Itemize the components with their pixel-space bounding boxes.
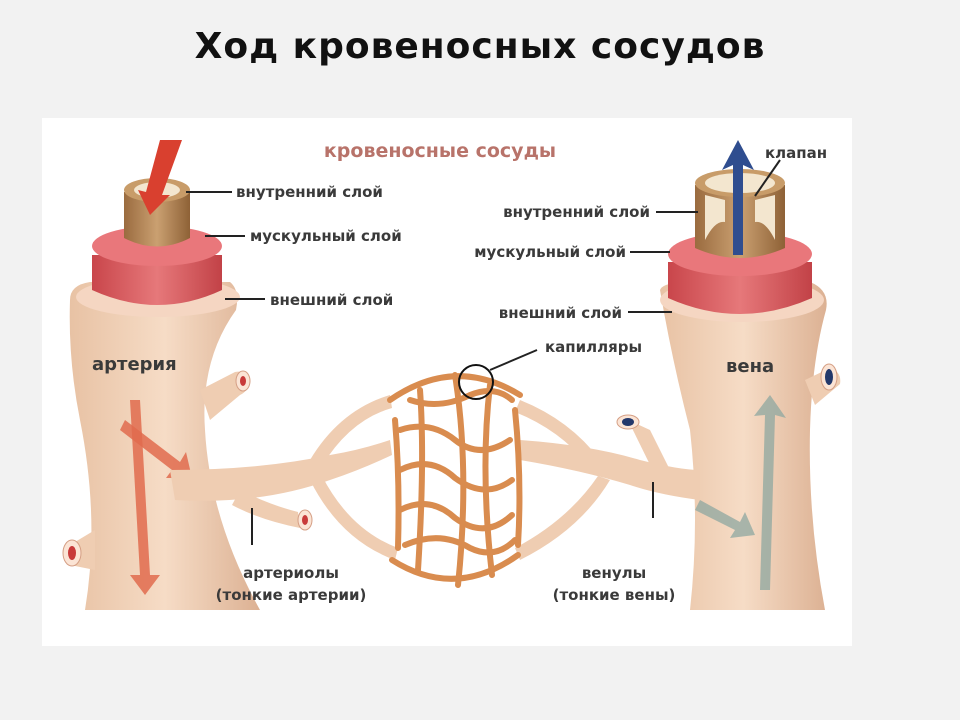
capillary: [415, 387, 426, 573]
vein-valve-left: [705, 195, 725, 240]
arteriole-branch: [232, 490, 300, 528]
label-valve: клапан: [765, 144, 827, 162]
artery-flow-arrow-down: [130, 400, 160, 595]
venule-lower: [515, 476, 610, 560]
vein-flow-arrow-branch: [695, 500, 755, 538]
label-muscle-layer-left: мускульный слой: [250, 227, 402, 245]
label-artery: артерия: [92, 354, 177, 375]
arteriole-lumen: [302, 515, 308, 525]
vein-valve-right: [755, 195, 775, 240]
leader-capillaries: [489, 349, 538, 371]
label-venules-note: (тонкие вены): [553, 586, 676, 604]
capillary: [512, 407, 523, 548]
label-muscle-layer-right: мускульный слой: [474, 243, 626, 261]
artery-flow-arrow-branch: [120, 420, 192, 478]
capillary: [397, 501, 515, 532]
venule-main: [520, 440, 700, 500]
label-capillaries: капилляры: [545, 338, 642, 356]
arterioles: [170, 395, 398, 560]
vein-muscle-layer: [668, 262, 812, 314]
artery: [62, 140, 260, 610]
leader-valve: [754, 159, 781, 197]
capillary: [482, 382, 495, 578]
capillary-highlight-circle: [458, 364, 494, 400]
artery-branch-lower-lumen: [68, 546, 76, 560]
capillary: [397, 423, 513, 453]
arterial-inflow-arrow: [138, 140, 182, 215]
capillary-network: [387, 372, 523, 588]
label-inner-layer-right: внутренний слой: [503, 203, 650, 221]
vein: [660, 140, 841, 610]
venule-branch: [628, 420, 670, 475]
artery-branch-upper-lumen: [240, 376, 246, 386]
vein-branch-upper-lumen: [825, 369, 833, 385]
venule-upper: [515, 400, 600, 465]
artery-muscle-layer: [92, 255, 222, 305]
label-outer-layer-right: внешний слой: [499, 304, 622, 322]
label-outer-layer-left: внешний слой: [270, 291, 393, 309]
page-title: Ход кровеносных сосудов: [194, 26, 766, 67]
arteriole-upper: [310, 395, 392, 466]
capillary: [389, 552, 521, 582]
arteriole-main: [170, 440, 392, 501]
artery-inner-layer: [124, 192, 190, 247]
capillary: [397, 461, 515, 493]
venous-outflow-arrow: [722, 140, 754, 255]
venule-lumen: [622, 418, 634, 426]
diagram-heading: кровеносные сосуды: [324, 140, 556, 162]
venules: [515, 400, 700, 560]
label-arterioles-note: (тонкие артерии): [216, 586, 367, 604]
capillary: [407, 388, 515, 407]
label-vein: вена: [726, 356, 774, 377]
label-venules: венулы: [582, 564, 646, 582]
leader-lines: [186, 159, 781, 545]
vein-flow-arrow-up: [754, 395, 786, 590]
vein-body: [660, 282, 827, 610]
arteriole-lower: [310, 476, 398, 560]
label-inner-layer-left: внутренний слой: [236, 183, 383, 201]
capillary: [392, 417, 402, 551]
artery-body: [69, 282, 260, 610]
label-arterioles: артериолы: [243, 564, 339, 582]
capillary: [402, 535, 518, 556]
